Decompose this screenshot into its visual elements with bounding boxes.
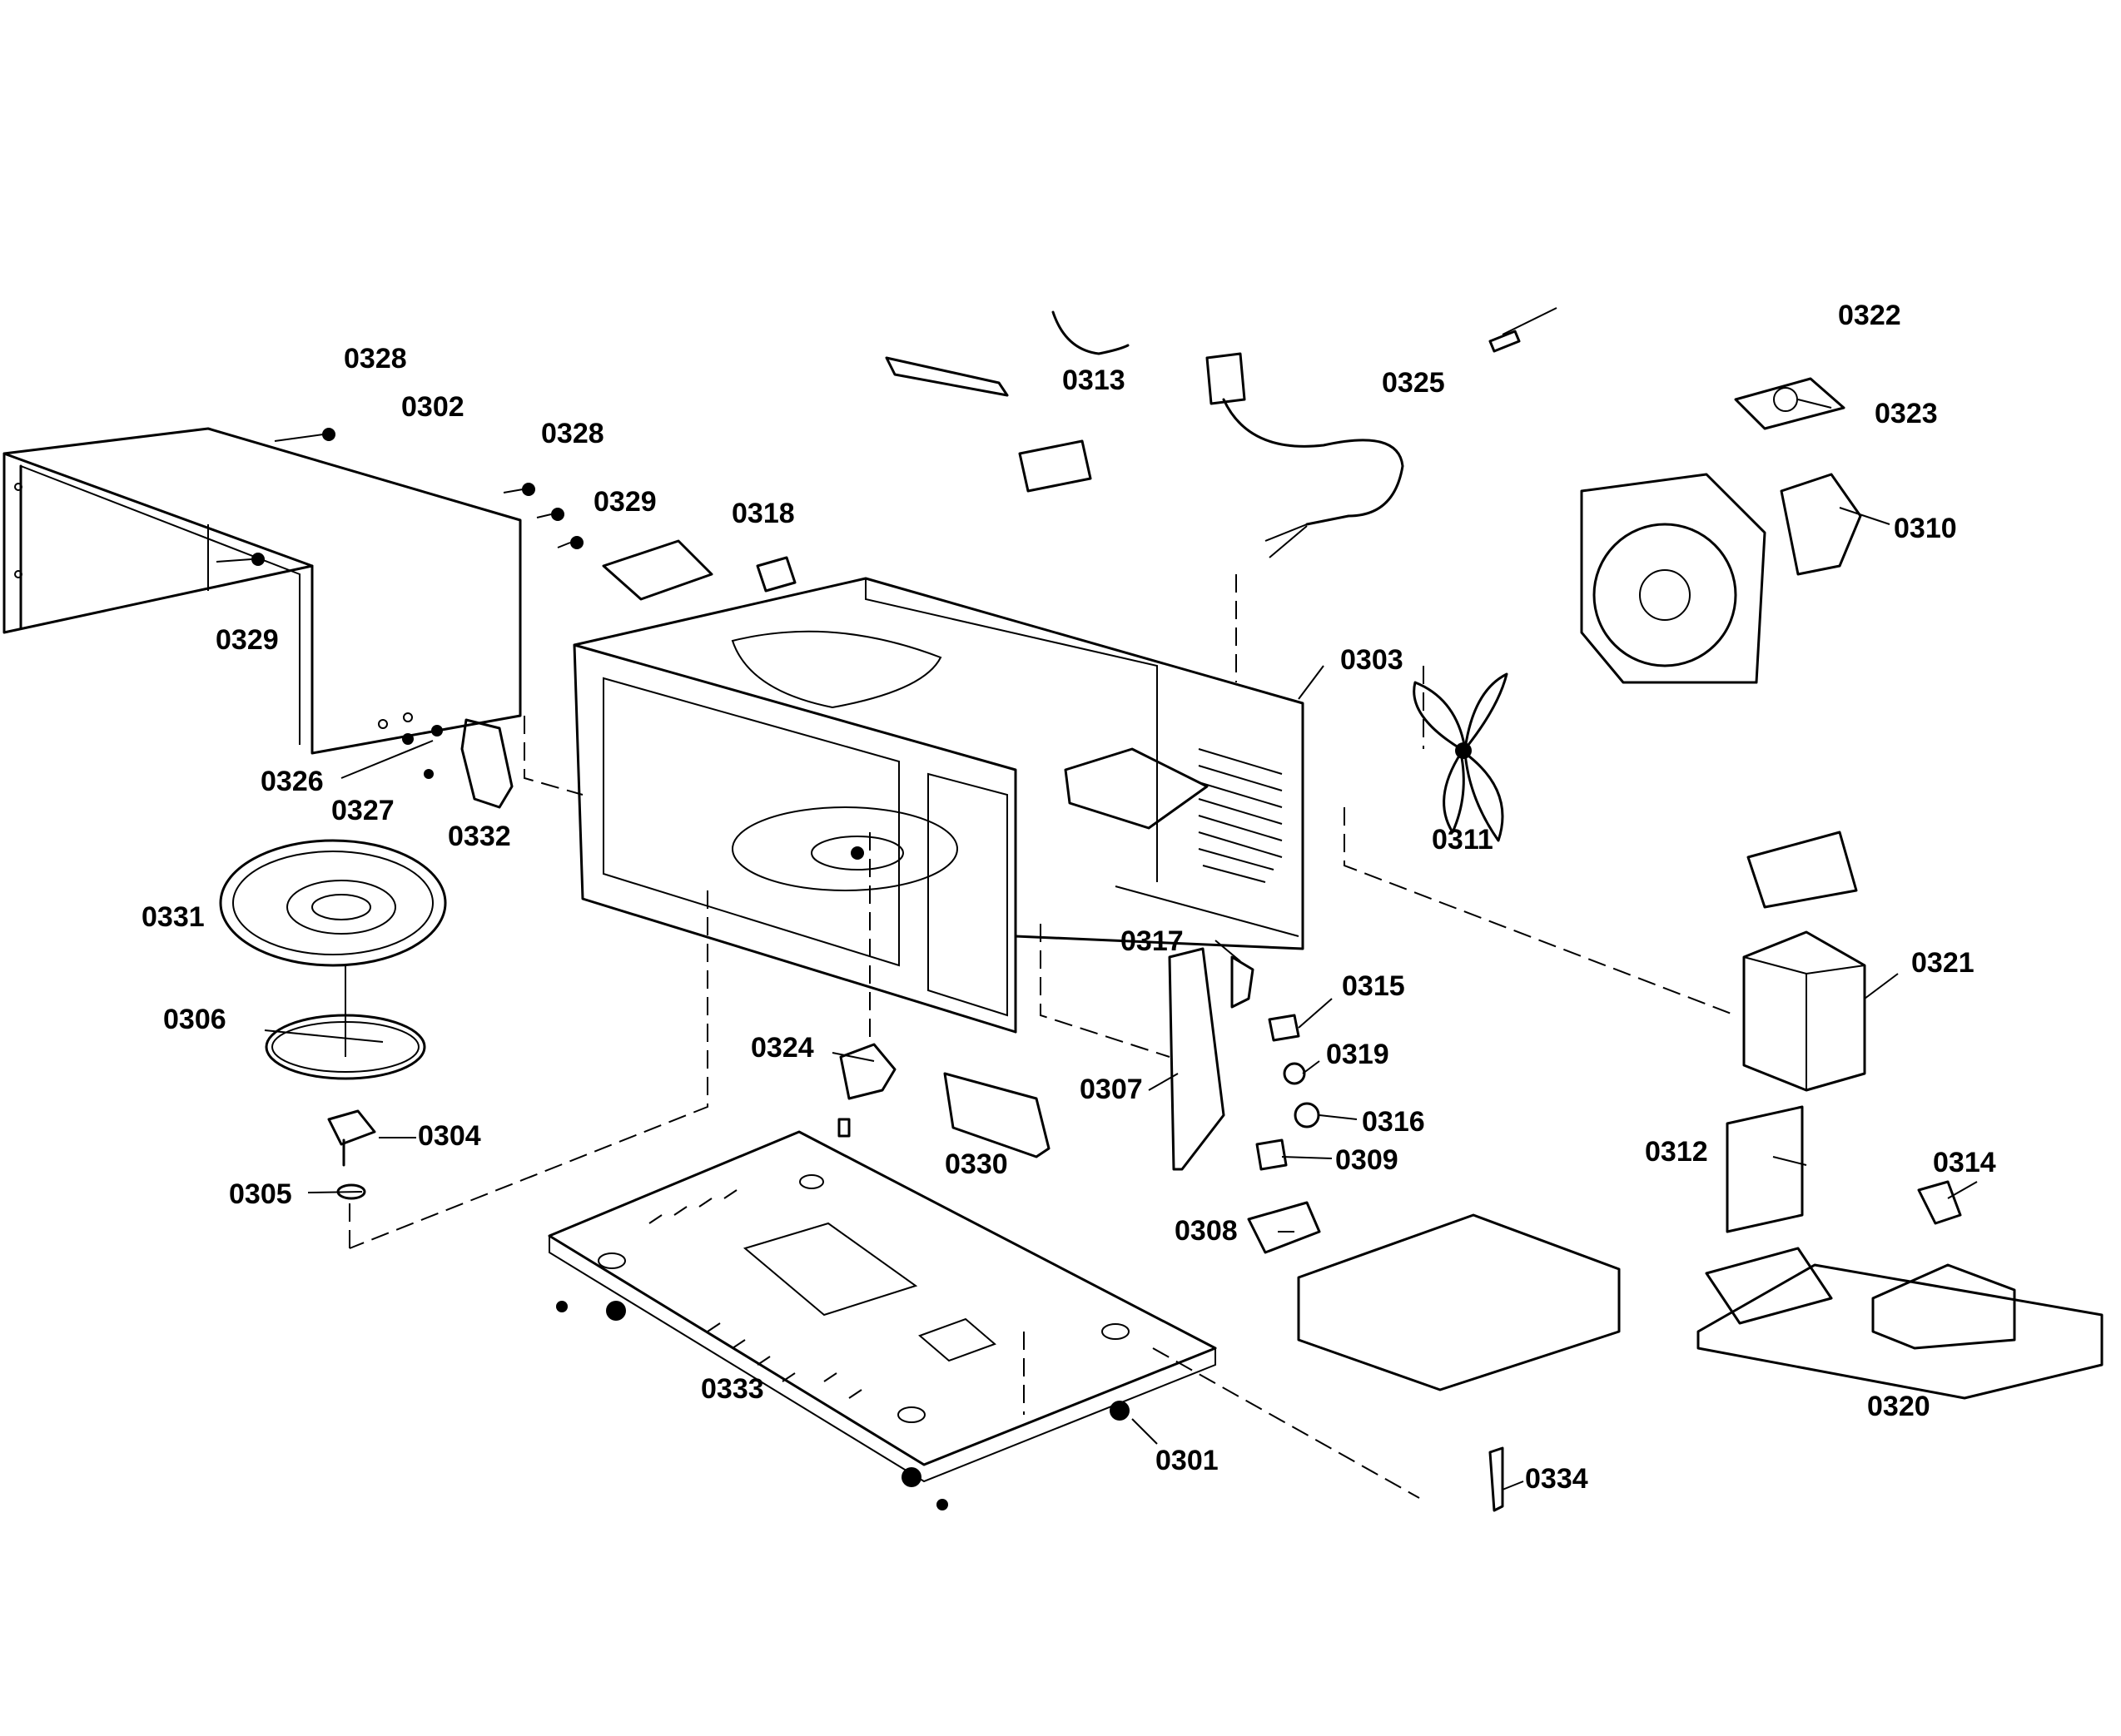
switch-0308 — [1247, 1201, 1321, 1254]
callout-0327: 0327 — [331, 795, 395, 826]
callout-0302: 0302 — [401, 391, 464, 423]
bracket-0334 — [1488, 1446, 1504, 1512]
magnetron-0321 — [1742, 831, 1866, 1092]
cabinet-screws — [216, 428, 584, 779]
callout-0321: 0321 — [1911, 947, 1974, 979]
latch-0307 — [1168, 947, 1225, 1171]
callout-0306: 0306 — [163, 1004, 226, 1035]
callout-0330: 0330 — [945, 1148, 1008, 1180]
main-cavity-0303 — [573, 577, 1304, 1034]
callout-0316: 0316 — [1362, 1106, 1425, 1138]
callout-0303: 0303 — [1340, 644, 1403, 676]
assembly-guide-lines — [349, 574, 1736, 1499]
callout-0331: 0331 — [142, 901, 205, 933]
callout-0312: 0312 — [1645, 1136, 1708, 1168]
cover-plate-0332 — [460, 718, 514, 809]
board-0323 — [1488, 330, 1845, 430]
cable-0313 — [1051, 310, 1130, 355]
callout-0313: 0313 — [1062, 365, 1125, 396]
callout-0328-top-left: 0328 — [344, 343, 407, 374]
block-top — [1018, 439, 1092, 493]
bracket-0330 — [943, 1072, 1051, 1158]
callout-0328-top-right: 0328 — [541, 418, 604, 449]
motor-0324 — [839, 1043, 897, 1100]
callout-0309: 0309 — [1335, 1144, 1398, 1176]
callout-0329-left: 0329 — [216, 624, 279, 656]
bracket-0318 — [756, 556, 797, 593]
switch-0316 — [1294, 1102, 1320, 1128]
lamp-0314 — [1917, 1180, 1962, 1225]
callout-0317: 0317 — [1120, 925, 1184, 957]
callout-0307: 0307 — [1080, 1074, 1143, 1105]
callout-0329-top: 0329 — [594, 486, 657, 518]
duct-0312 — [1726, 1105, 1804, 1233]
bracket-top — [602, 539, 713, 601]
callout-0301: 0301 — [1155, 1445, 1219, 1476]
motor-screw — [837, 1118, 851, 1138]
turntable-parts — [219, 839, 447, 1200]
callout-0332: 0332 — [448, 821, 511, 852]
callout-0334: 0334 — [1525, 1463, 1588, 1495]
callout-0304: 0304 — [418, 1120, 481, 1152]
callout-0305: 0305 — [229, 1178, 292, 1210]
frame-assembly — [1297, 1213, 1621, 1391]
callout-0323: 0323 — [1875, 398, 1938, 429]
callout-0320: 0320 — [1867, 1391, 1930, 1422]
callout-0310: 0310 — [1894, 513, 1957, 544]
switch-0309 — [1255, 1138, 1288, 1171]
power-cord-0325 — [1205, 352, 1404, 558]
callout-0314: 0314 — [1933, 1147, 1996, 1178]
callout-0319: 0319 — [1326, 1039, 1389, 1070]
lever-0317 — [1230, 955, 1254, 1009]
transformer-board-0320 — [1696, 1247, 2104, 1400]
bar-top — [885, 356, 1009, 397]
switch-0319 — [1283, 1062, 1306, 1085]
callout-0322: 0322 — [1838, 300, 1901, 331]
outer-cabinet-0302 — [2, 427, 522, 755]
leader-lines — [264, 307, 1978, 1490]
switch-0315 — [1268, 1014, 1300, 1042]
feet-0301 — [556, 1301, 1130, 1510]
callout-0324: 0324 — [751, 1032, 814, 1064]
fan-assembly — [1413, 473, 1862, 842]
callout-0333: 0333 — [701, 1373, 764, 1405]
callout-0326: 0326 — [261, 766, 324, 797]
callout-0311: 0311 — [1432, 824, 1493, 856]
callout-0325: 0325 — [1382, 367, 1445, 399]
callout-0315: 0315 — [1342, 970, 1405, 1002]
callout-0308: 0308 — [1175, 1215, 1238, 1247]
base-plate-0333 — [548, 1130, 1217, 1483]
callout-0318: 0318 — [732, 498, 795, 529]
